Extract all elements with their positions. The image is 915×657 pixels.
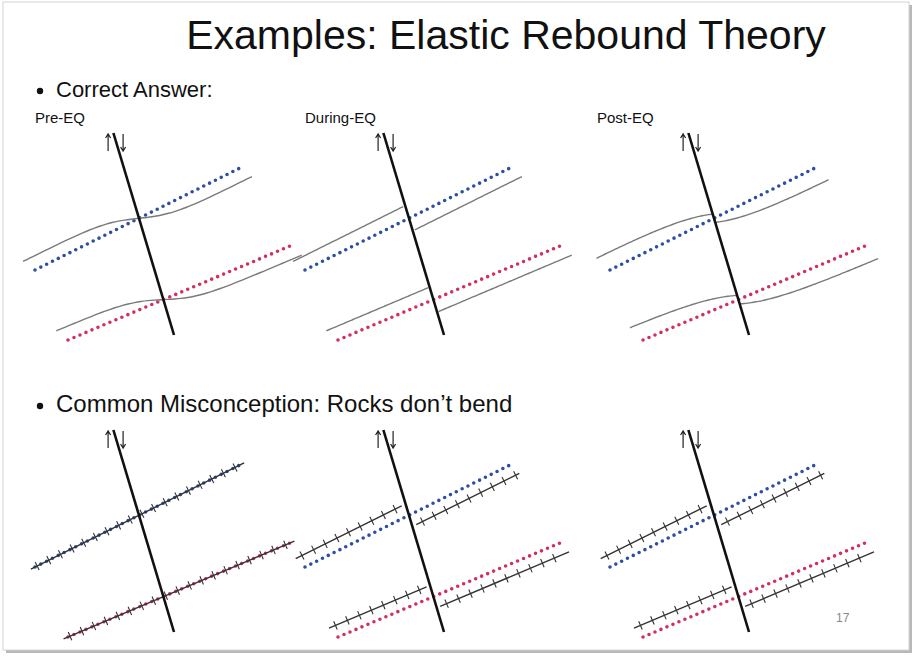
slide-title: Examples: Elastic Rebound Theory	[186, 12, 826, 59]
reference-dotted-line	[305, 168, 510, 270]
tick-marks	[35, 463, 237, 570]
bullet-text: Correct Answer:	[56, 77, 213, 102]
motion-arrow-down	[391, 431, 396, 448]
rigid-marker-line	[64, 541, 295, 639]
panel-label: Post-EQ	[597, 109, 654, 126]
fault-line	[688, 430, 749, 632]
bullet-dot	[37, 403, 43, 409]
motion-arrow-down	[696, 134, 701, 151]
motion-arrow-up	[376, 431, 381, 448]
tick-marks	[605, 505, 702, 559]
deformed-marker-line	[630, 295, 737, 327]
fault-line	[688, 133, 749, 335]
misconception-panel	[31, 430, 295, 640]
deformed-marker-line	[56, 255, 301, 331]
tick-marks	[300, 505, 397, 559]
rigid-marker-line	[31, 463, 244, 569]
deformed-marker-line	[716, 180, 828, 223]
deformed-marker-line	[23, 177, 252, 262]
rigid-marker-line	[634, 587, 732, 628]
tick-marks	[639, 586, 726, 630]
reference-dotted-line	[68, 246, 290, 340]
tick-marks	[750, 554, 861, 608]
tick-marks	[421, 471, 518, 525]
motion-arrow-down	[121, 431, 126, 448]
tick-marks	[726, 471, 823, 525]
rigid-marker-line	[440, 552, 569, 607]
correct-panel	[293, 133, 572, 340]
reference-dotted-line	[338, 543, 560, 637]
reference-dotted-line	[338, 246, 560, 340]
motion-arrow-down	[696, 431, 701, 448]
motion-arrow-down	[121, 134, 126, 151]
tick-marks	[334, 586, 421, 630]
reference-dotted-line	[643, 543, 865, 637]
motion-arrow-up	[681, 134, 686, 151]
tick-marks	[445, 554, 556, 608]
fault-line	[383, 430, 444, 632]
fault-line	[113, 133, 174, 335]
misconception-panel	[601, 430, 874, 637]
reference-dotted-line	[643, 246, 865, 340]
panel-label: Pre-EQ	[35, 109, 85, 126]
bullet-dot	[37, 88, 43, 94]
reference-dotted-line	[610, 168, 815, 270]
motion-arrow-up	[376, 134, 381, 151]
rigid-marker-line	[745, 552, 874, 607]
deformed-marker-line	[438, 255, 571, 311]
slide-frame	[3, 2, 909, 650]
correct-panel	[596, 133, 878, 340]
reference-dotted-line	[305, 465, 510, 567]
panel-label: During-EQ	[305, 109, 376, 126]
correct-panel	[23, 133, 302, 340]
reference-dotted-line	[610, 465, 815, 567]
tick-marks	[68, 541, 287, 641]
misconception-panel	[296, 430, 569, 637]
fault-line	[383, 133, 444, 335]
deformed-marker-line	[326, 288, 428, 331]
page-number: 17	[836, 612, 849, 626]
rigid-marker-line	[296, 506, 402, 559]
motion-arrow-down	[391, 134, 396, 151]
deformed-marker-line	[415, 177, 522, 230]
bullet-text: Common Misconception: Rocks don’t bend	[56, 390, 512, 418]
deformed-marker-line	[596, 214, 711, 258]
fault-line	[113, 430, 174, 632]
motion-arrow-up	[681, 431, 686, 448]
deformed-marker-line	[293, 207, 403, 262]
rigid-marker-line	[601, 506, 707, 559]
motion-arrow-up	[106, 134, 111, 151]
deformed-marker-line	[740, 259, 878, 304]
rigid-marker-line	[329, 587, 427, 628]
motion-arrow-up	[106, 431, 111, 448]
